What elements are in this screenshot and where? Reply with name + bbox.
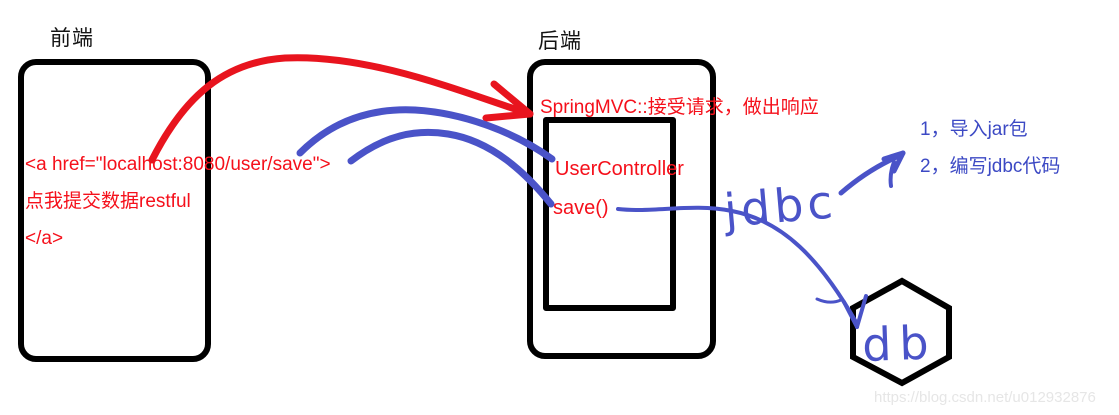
frontend-code-block: <a href="localhost:8080/user/save"> 点我提交… bbox=[25, 146, 331, 257]
blue-arrow-to-save bbox=[347, 128, 555, 208]
frontend-zone-label: 前端 bbox=[50, 27, 94, 50]
steps-arrowhead-barb-2 bbox=[891, 150, 906, 174]
frontend-box bbox=[18, 59, 211, 362]
db-handwritten-label: db bbox=[861, 315, 937, 372]
frontend-code-link-text: 点我提交数据restful bbox=[25, 191, 191, 212]
jdbc-handwritten-label: jdbc bbox=[721, 174, 839, 238]
jdbc-steps-arrow bbox=[838, 150, 906, 196]
db-arrowhead-right-barb bbox=[855, 294, 868, 329]
steps-arrow-tail-tick bbox=[888, 160, 896, 188]
jdbc-step-1: 1，导入jar包 bbox=[920, 119, 1028, 140]
steps-arrowhead-barb-1 bbox=[881, 150, 906, 162]
jdbc-step-2: 2，编写jdbc代码 bbox=[920, 156, 1061, 177]
controller-method: save() bbox=[553, 197, 609, 219]
frontend-code-line-anchor-close: </a> bbox=[25, 228, 64, 249]
springmvc-note: SpringMVC::接受请求，做出响应 bbox=[540, 97, 819, 118]
controller-name: UserController bbox=[555, 158, 684, 180]
blue-arrow-to-controller bbox=[296, 106, 556, 163]
red-arrowhead-lower-barb bbox=[482, 110, 534, 122]
backend-zone-label: 后端 bbox=[538, 30, 582, 53]
db-arrow-stray-stroke bbox=[815, 297, 843, 304]
frontend-code-line-anchor-open: <a href="localhost:8080/user/save"> bbox=[25, 154, 331, 175]
db-arrowhead-left-barb bbox=[842, 300, 859, 329]
watermark-url: https://blog.csdn.net/u012932876 bbox=[874, 389, 1096, 406]
red-arrowhead-upper-barb bbox=[490, 80, 534, 118]
blue-mapping-arrows bbox=[296, 106, 556, 208]
database-hexagon bbox=[850, 277, 952, 387]
